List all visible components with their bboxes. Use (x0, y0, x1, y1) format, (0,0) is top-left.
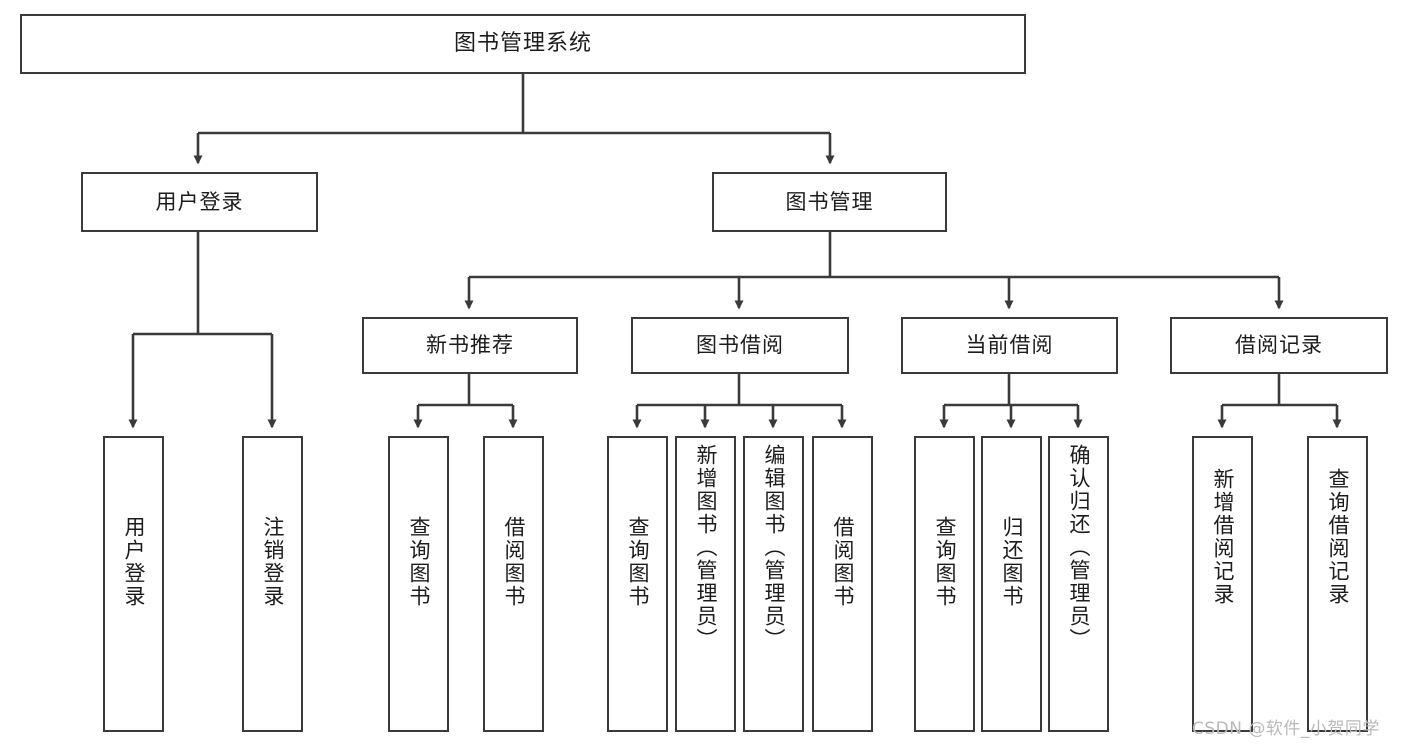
node-new-book-recommend[interactable]: 新书推荐 (362, 317, 578, 374)
node-leaf-logout[interactable]: 注销登录 (242, 436, 303, 732)
node-label: 编辑图书（管理员） (762, 444, 786, 651)
node-book-manage[interactable]: 图书管理 (712, 172, 947, 232)
node-label: 注销登录 (261, 516, 285, 608)
node-book-borrow[interactable]: 图书借阅 (631, 317, 849, 374)
node-leaf-return-book[interactable]: 归还图书 (981, 436, 1042, 732)
node-leaf-add-book-admin[interactable]: 新增图书（管理员） (675, 436, 736, 732)
node-root-system[interactable]: 图书管理系统 (20, 14, 1026, 74)
node-label: 用户登录 (155, 189, 244, 214)
node-label: 用户登录 (122, 516, 146, 608)
node-borrow-record[interactable]: 借阅记录 (1170, 317, 1388, 374)
node-label: 借阅图书 (831, 516, 855, 608)
node-leaf-borrow-book-1[interactable]: 借阅图书 (483, 436, 544, 732)
node-label: 新书推荐 (426, 333, 514, 358)
node-label: 查询图书 (407, 516, 431, 608)
node-label: 图书管理系统 (453, 31, 592, 57)
node-leaf-query-book-3[interactable]: 查询图书 (914, 436, 975, 732)
node-user-login[interactable]: 用户登录 (81, 172, 318, 232)
node-label: 借阅图书 (502, 516, 526, 608)
node-leaf-edit-book-admin[interactable]: 编辑图书（管理员） (743, 436, 804, 732)
node-leaf-confirm-return-admin[interactable]: 确认归还（管理员） (1048, 436, 1109, 732)
node-label: 图书管理 (785, 189, 874, 214)
node-label: 归还图书 (1000, 516, 1024, 608)
node-leaf-query-borrow-record[interactable]: 查询借阅记录 (1307, 436, 1368, 732)
node-label: 新增图书（管理员） (694, 444, 718, 651)
node-label: 新增借阅记录 (1211, 468, 1235, 606)
node-leaf-query-book-2[interactable]: 查询图书 (607, 436, 668, 732)
node-current-borrow[interactable]: 当前借阅 (901, 317, 1118, 374)
node-leaf-user-login[interactable]: 用户登录 (103, 436, 164, 732)
node-label: 借阅记录 (1235, 333, 1323, 358)
node-label: 图书借阅 (696, 333, 784, 358)
node-leaf-query-book-1[interactable]: 查询图书 (388, 436, 449, 732)
node-leaf-add-borrow-record[interactable]: 新增借阅记录 (1192, 436, 1253, 732)
node-label: 查询图书 (626, 516, 650, 608)
node-label: 查询图书 (933, 516, 957, 608)
node-leaf-borrow-book-2[interactable]: 借阅图书 (812, 436, 873, 732)
node-label: 当前借阅 (965, 333, 1054, 358)
node-label: 确认归还（管理员） (1067, 444, 1091, 651)
node-label: 查询借阅记录 (1326, 468, 1350, 606)
